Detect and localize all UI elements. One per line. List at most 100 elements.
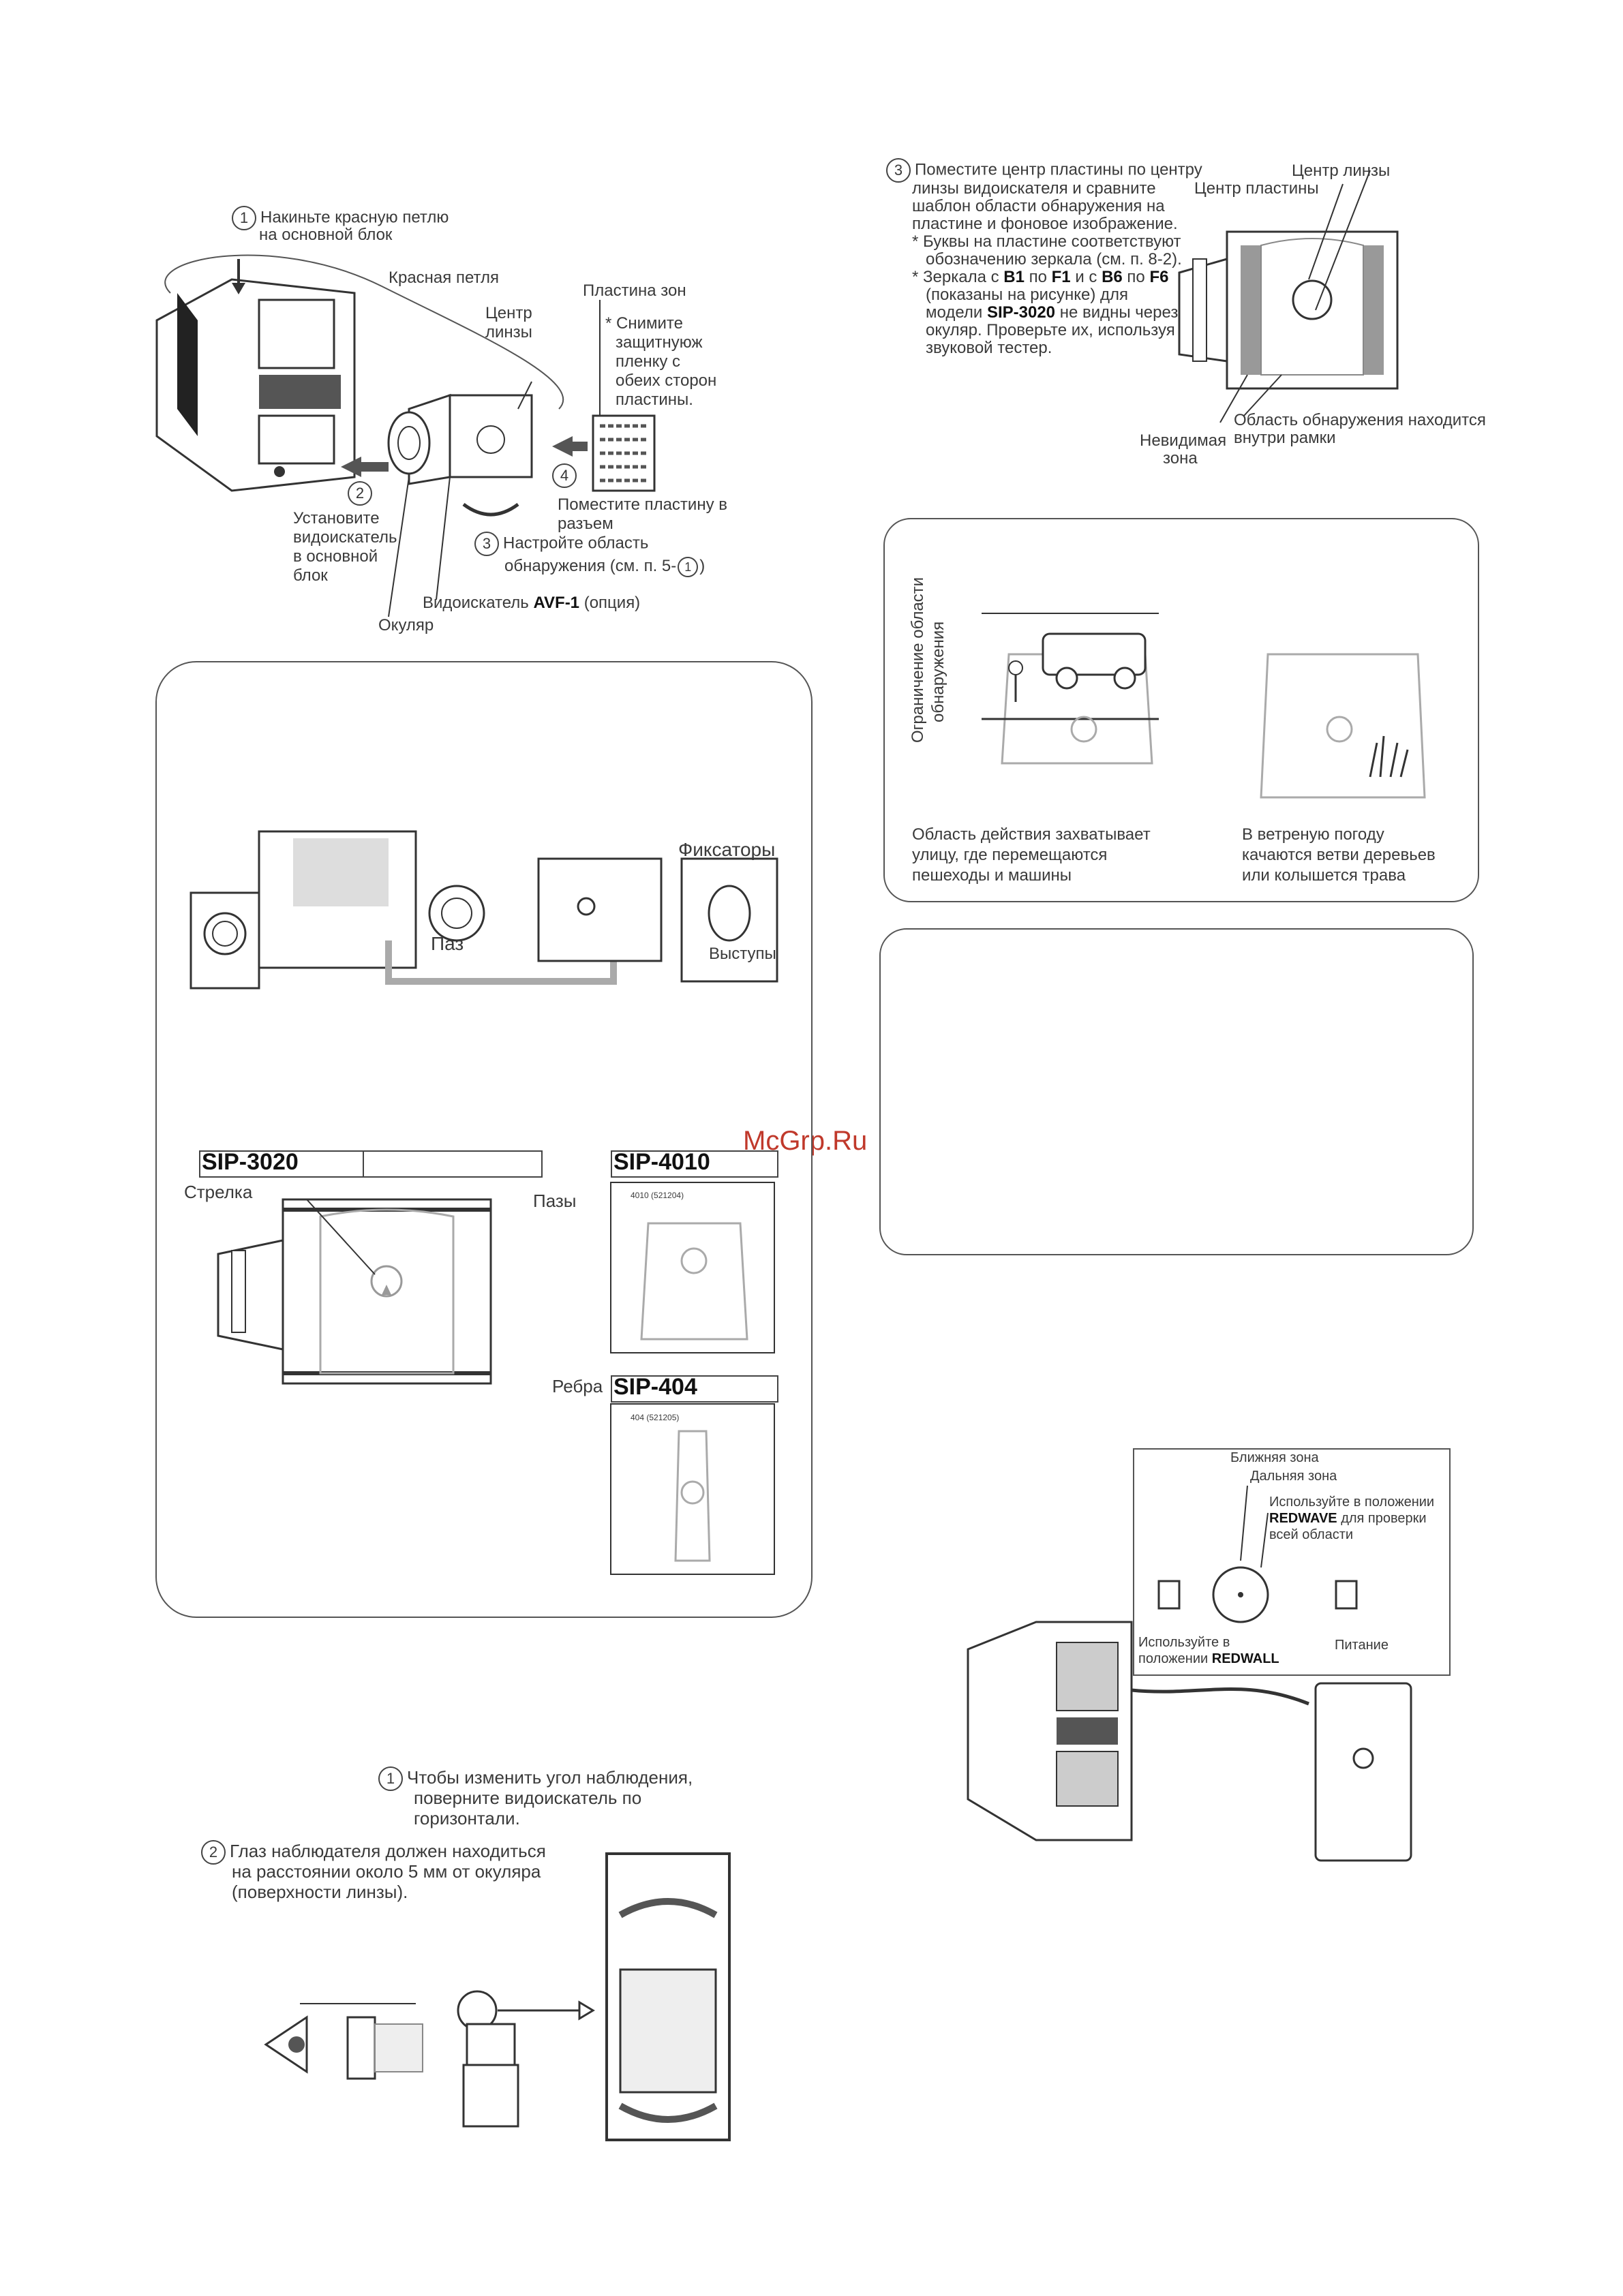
limit-label-2: обнаружения [929, 621, 947, 722]
step3-line1: Настройте область [503, 534, 649, 553]
sip404-plate-drawing [610, 1403, 775, 1575]
viewing-step2-line2: на расстоянии около 5 мм от окуляра [232, 1861, 541, 1882]
viewing-drawing [264, 1852, 731, 2141]
eyepiece-label: Окуляр [378, 616, 434, 634]
align-l7a: * Зеркала с [912, 268, 1004, 286]
step2-line4: блок [293, 566, 328, 585]
viewing-step2-text: Глаз наблюдателя должен находиться [230, 1840, 546, 1861]
peel-note-1: * Снимите [605, 314, 683, 333]
align-l7h: F6 [1149, 268, 1169, 286]
align-line2: линзы видоискателя и сравните [912, 179, 1156, 198]
plate-label: Пластина зон [583, 281, 686, 300]
viewing-step1-line2: поверните видоискатель по [414, 1788, 642, 1808]
vegetation-example-drawing [1260, 653, 1426, 799]
redwave-mode: REDWAVE [1269, 1511, 1337, 1526]
step3-line2-text: обнаружения (см. п. 5- [504, 557, 677, 575]
align-l9b: SIP-3020 [986, 303, 1056, 322]
align-l7g: по [1122, 268, 1150, 286]
align-l7c: по [1024, 268, 1052, 286]
arrow-label: Стрелка [184, 1182, 253, 1202]
viewfinder-label: Видоискатель AVF-1 (опция) [423, 593, 640, 613]
redwave-line3: всей области [1269, 1527, 1354, 1542]
align-line7: * Зеркала с B1 по F1 и с B6 по F6 [912, 267, 1168, 287]
redwave-line2: REDWAVE для проверки [1269, 1509, 1427, 1529]
sip3020-header-box [199, 1150, 543, 1178]
align-l7b: B1 [1003, 268, 1025, 286]
peel-note-5: пластины. [616, 391, 693, 409]
redwave-line1: Используйте в положении [1269, 1495, 1435, 1510]
align-step-number: 3 [886, 158, 911, 183]
peel-note-4: обеих сторон [616, 371, 717, 390]
step3-line2: обнаружения (см. п. 5-1) [504, 556, 705, 577]
align-line4: пластине и фоновое изображение. [912, 215, 1178, 233]
tabs-label: Выступы [709, 945, 776, 963]
viewing-step2-line3: (поверхности линзы). [232, 1882, 408, 1902]
street-caption-3: пешеходы и машины [912, 866, 1072, 885]
tester-drawing [967, 1485, 1412, 1862]
redwall-line2-text: положении [1138, 1651, 1212, 1666]
viewing-step1-text: Чтобы изменить угол наблюдения, [407, 1766, 693, 1788]
step3-number: 3 [474, 532, 499, 556]
plate-center-callout: Центр пластины [1194, 179, 1319, 198]
street-caption-2: улицу, где перемещаются [912, 846, 1108, 864]
plate-fitting-panel [155, 661, 813, 1618]
viewfinder-model: AVF-1 [533, 594, 580, 612]
grooves-label: Пазы [533, 1191, 577, 1211]
align-l7e: и с [1070, 268, 1102, 286]
peel-note-3: пленку с [616, 352, 681, 371]
install-drawing [155, 254, 656, 617]
sip4010-header: SIP-4010 [613, 1149, 710, 1175]
inside-frame-2: внутри рамки [1234, 429, 1336, 447]
align-line11: звуковой тестер. [926, 339, 1052, 357]
step2-line1: Установите [293, 509, 380, 527]
redwall-line1: Используйте в [1138, 1635, 1230, 1650]
blank-panel [879, 928, 1474, 1255]
redwall-line2: положении REDWALL [1138, 1649, 1279, 1669]
power-label: Питание [1335, 1638, 1389, 1653]
viewing-step1-number: 1 [378, 1766, 403, 1791]
step4-line2: разъем [558, 515, 613, 533]
lens-center-label: Центр [485, 304, 532, 322]
plate-4010-caption: 4010 (521204) [631, 1191, 684, 1200]
step1b-text: на основной блок [259, 226, 393, 244]
align-line3: шаблон области обнаружения на [912, 197, 1165, 215]
align-line1-text: Поместите центр пластины по центру [915, 160, 1202, 179]
align-line6: обозначению зеркала (см. п. 8-2). [926, 250, 1182, 269]
tester-frame [1133, 1448, 1451, 1676]
sip4010-plate-drawing [610, 1182, 775, 1353]
align-line5: * Буквы на пластине соответствуют [912, 232, 1181, 251]
inside-frame-1: Область обнаружения находится [1234, 411, 1486, 429]
redwall-mode: REDWALL [1211, 1651, 1279, 1666]
sip3020-header: SIP-3020 [202, 1149, 299, 1175]
sip3020-viewfinder-drawing [217, 1198, 492, 1385]
viewing-step1-line3: горизонтали. [414, 1808, 520, 1828]
street-example-drawing [982, 613, 1159, 765]
step4-line1: Поместите пластину в [558, 495, 727, 514]
sip3020-header-divider [363, 1150, 364, 1176]
plate-404-caption: 404 (521205) [631, 1413, 680, 1422]
align-viewfinder-drawing [1178, 170, 1399, 423]
wind-caption-1: В ветреную погоду [1242, 825, 1384, 844]
red-loop-label: Красная петля [389, 269, 499, 287]
align-l9a: модели [926, 303, 987, 322]
invisible-zone-2: зона [1163, 449, 1198, 468]
invisible-zone-1: Невидимая [1140, 431, 1227, 450]
align-line10: окуляр. Проверьте их, используя [926, 321, 1175, 339]
wind-caption-3: или колышется трава [1242, 866, 1406, 885]
align-line9: модели SIP-3020 не видны через [926, 303, 1178, 322]
step1-label: Накиньте красную петлю [260, 208, 449, 227]
viewfinder-label-post: (опция) [579, 594, 641, 612]
viewfinder-label-pre: Видоискатель [423, 594, 534, 612]
viewing-step2-number: 2 [201, 1840, 226, 1865]
align-l9c: не видны через [1055, 303, 1179, 322]
align-line8: (показаны на рисунке) для [926, 286, 1129, 304]
lens-center-label-b: линзы [485, 323, 532, 341]
redwave-line2-rest: для проверки [1337, 1511, 1427, 1526]
lens-center-callout: Центр линзы [1292, 162, 1391, 180]
limit-label-1: Ограничение области [909, 577, 927, 743]
near-zone-label: Ближняя зона [1230, 1450, 1319, 1465]
